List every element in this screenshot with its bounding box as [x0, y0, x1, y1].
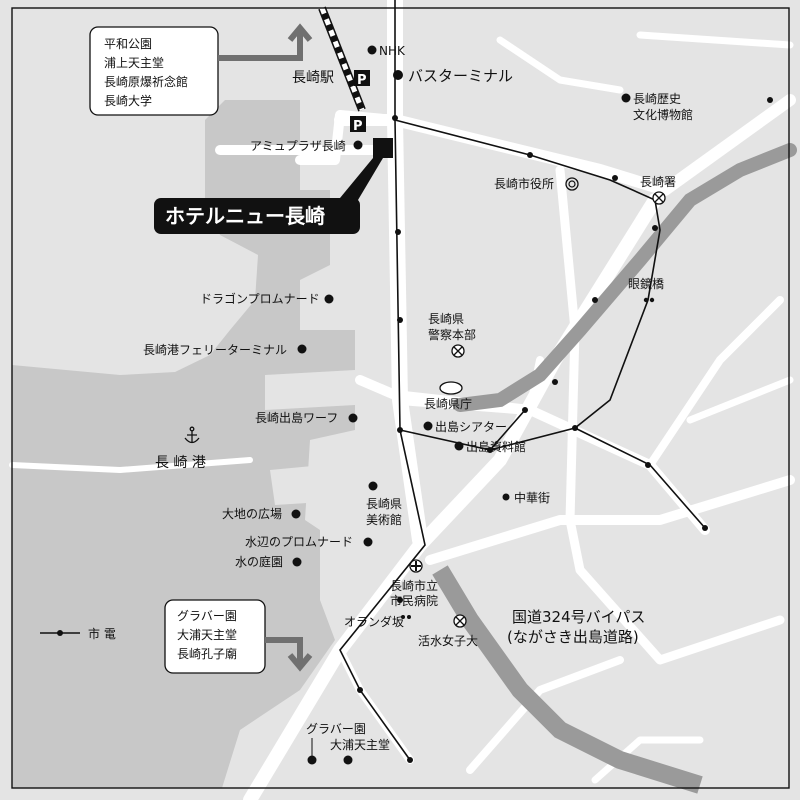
label-police-hq: 長崎県	[428, 312, 464, 326]
label-nagasaki-station: 長崎駅	[292, 70, 334, 86]
destination-urakami-cathedral: 浦上天主堂	[104, 56, 164, 70]
legend-tram: 市 電	[40, 626, 116, 641]
svg-text:警察本部: 警察本部	[428, 327, 476, 342]
police-icon	[652, 191, 666, 205]
school-icon	[453, 614, 467, 628]
label-history-museum: 長崎歴史	[633, 92, 681, 106]
label-chinatown: 中華街	[514, 490, 550, 505]
label-daichi-plaza: 大地の広場	[222, 507, 282, 521]
points-of-interest: NHK 長崎駅 バスターミナル 長崎歴史 文化博物館 アミュプラザ長崎 長崎市役…	[143, 44, 693, 765]
anchor-icon	[184, 426, 200, 444]
north-destinations-callout: 平和公園 浦上天主堂 長崎原爆祈念館 長崎大学	[89, 26, 219, 116]
label-city-hospital: 長崎市立	[390, 578, 438, 593]
label-bypass: 国道324号バイパス	[512, 608, 645, 626]
label-kwassui: 活水女子大	[418, 633, 478, 648]
label-dejima-wharf: 長崎出島ワーフ	[255, 410, 338, 425]
destination-heiwa-park: 平和公園	[104, 37, 152, 51]
railway	[318, 6, 366, 112]
city-hall-icon	[565, 177, 579, 191]
label-police-station: 長崎署	[640, 175, 676, 189]
svg-text:美術館: 美術館	[366, 512, 402, 527]
destination-confucius-shrine: 長崎孔子廟	[177, 646, 237, 661]
label-art-museum: 長崎県	[366, 497, 402, 511]
destination-oura-cathedral: 大浦天主堂	[177, 628, 237, 642]
label-bus-terminal: バスターミナル	[408, 67, 513, 85]
tram-stops	[357, 97, 773, 763]
label-dejima-theater: 出島シアター	[435, 419, 507, 434]
svg-text:P: P	[357, 73, 367, 88]
svg-text:市民病院: 市民病院	[390, 593, 438, 608]
label-bypass-sub: (ながさき出島道路)	[507, 628, 639, 646]
destination-glover-garden: グラバー園	[177, 609, 237, 623]
label-nagasaki-harbor: 長 崎 港	[155, 455, 206, 471]
hotel-name: ホテルニュー長崎	[165, 204, 325, 228]
hospital-icon	[409, 559, 423, 573]
label-dragon-promenade: ドラゴンプロムナード	[200, 291, 320, 306]
arrow-down-icon	[265, 637, 313, 672]
prefectural-office-icon	[439, 381, 463, 395]
label-city-hall: 長崎市役所	[494, 176, 554, 191]
label-ferry-terminal: 長崎港フェリーターミナル	[143, 343, 287, 357]
label-mizu-garden: 水の庭園	[235, 554, 283, 569]
police-icon	[451, 344, 465, 358]
pier-area	[265, 370, 355, 410]
map-frame	[11, 7, 790, 789]
harbor-water	[12, 100, 355, 788]
parking-icon: P P	[350, 70, 370, 134]
destination-atomic-bomb-memorial: 長崎原爆祈念館	[104, 74, 188, 89]
label-amu-plaza: アミュプラザ長崎	[250, 139, 346, 153]
south-destinations-callout: グラバー園 大浦天主堂 長崎孔子廟	[164, 599, 266, 674]
svg-text:文化博物館: 文化博物館	[633, 107, 693, 122]
hotel-marker: ホテルニュー長崎	[154, 138, 393, 234]
label-prefectural-office: 長崎県庁	[424, 397, 472, 411]
destination-nagasaki-university: 長崎大学	[104, 93, 152, 108]
arrow-up-icon	[218, 23, 313, 61]
legend-tram-label: 市 電	[88, 626, 116, 641]
svg-text:P: P	[353, 119, 363, 134]
label-glover-garden: グラバー園	[306, 722, 366, 736]
label-oura-church: 大浦天主堂	[330, 738, 390, 752]
bypass-route	[453, 143, 797, 412]
bypass-route-south	[432, 565, 703, 794]
label-dejima-museum: 出島資料館	[466, 439, 526, 454]
label-mizube-promenade: 水辺のプロムナード	[245, 535, 353, 549]
label-dutch-slope: オランダ坂	[344, 614, 404, 629]
label-nhk: NHK	[379, 44, 406, 58]
pier-area-2	[270, 462, 355, 505]
label-meganebashi: 眼鏡橋	[628, 276, 664, 291]
